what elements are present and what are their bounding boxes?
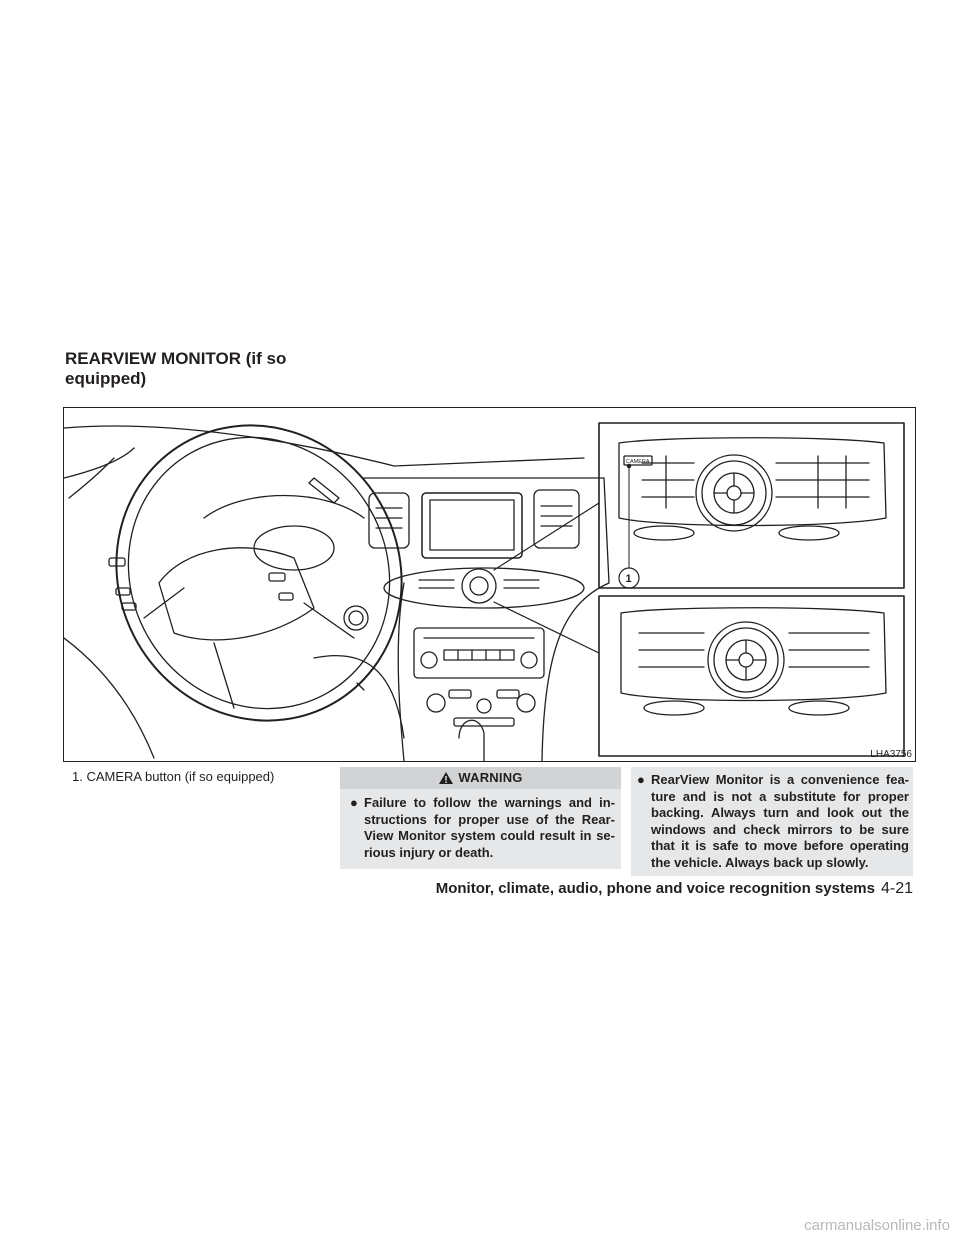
bullet-icon: ● bbox=[350, 795, 358, 810]
page-number: 4-21 bbox=[880, 880, 913, 897]
chapter-title: Monitor, climate, audio, phone and voice… bbox=[435, 880, 875, 897]
warning-bullet-text: Failure to follow the warnings and in-st… bbox=[364, 795, 615, 860]
warning-triangle-icon bbox=[439, 772, 454, 784]
dashboard-illustration: CAMERA 1 LHA3756 bbox=[63, 407, 916, 762]
bullet-icon: ● bbox=[637, 772, 645, 787]
warning-box: WARNING ● Failure to follow the warnings… bbox=[340, 767, 621, 869]
figure-caption: 1. CAMERA button (if so equipped) bbox=[72, 769, 275, 784]
warning-bullet-text: RearView Monitor is a convenience fea-tu… bbox=[651, 772, 909, 870]
section-title: REARVIEW MONITOR (if so equipped) bbox=[65, 349, 287, 388]
warning-bullet: ● RearView Monitor is a convenience fea-… bbox=[631, 767, 913, 876]
warning-heading: WARNING bbox=[340, 767, 621, 789]
warning-heading-text: WARNING bbox=[458, 769, 523, 785]
figure-code: LHA3756 bbox=[870, 749, 912, 760]
warning-box-continued: ● RearView Monitor is a convenience fea-… bbox=[631, 767, 913, 876]
dashboard-drawing bbox=[64, 422, 905, 761]
page-footer: Monitor, climate, audio, phone and voice… bbox=[436, 880, 913, 898]
watermark: carmanualsonline.info bbox=[804, 1217, 950, 1234]
warning-bullet: ● Failure to follow the warnings and in-… bbox=[340, 789, 621, 869]
